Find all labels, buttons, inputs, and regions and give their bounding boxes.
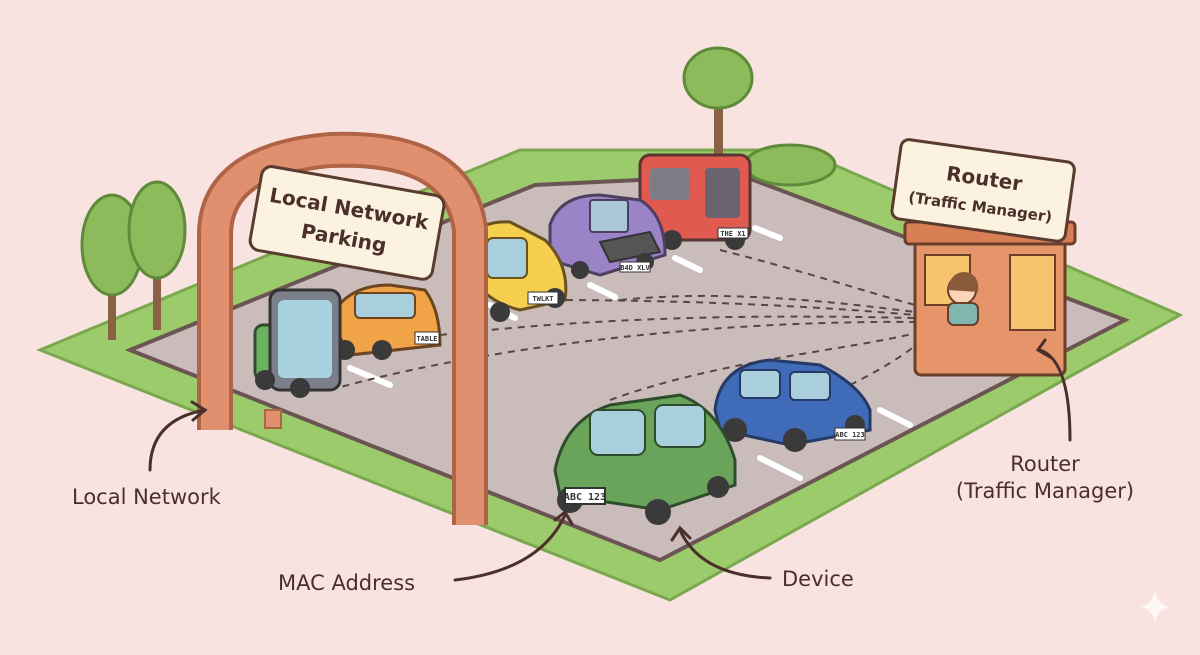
arrow-device <box>678 528 772 580</box>
red-truck: THE X1 <box>638 153 752 250</box>
bush-back <box>743 143 837 187</box>
label-router: Router (Traffic Manager) <box>935 451 1155 506</box>
green-car: ABC 123 <box>553 393 737 525</box>
arrow-mac-address <box>453 513 567 582</box>
orange-car-plate: TABLE <box>416 335 437 343</box>
blue-car: ABC 123 <box>713 358 872 452</box>
label-mac-address: MAC Address <box>278 571 416 595</box>
tree-back <box>682 46 754 155</box>
yellow-car: TWLKT <box>468 220 568 322</box>
phone-car <box>253 288 342 398</box>
sparkle-icon <box>1140 590 1170 624</box>
orange-car: TABLE <box>328 283 442 360</box>
red-truck-plate: THE X1 <box>720 230 745 238</box>
green-car-plate: ABC 123 <box>564 492 606 503</box>
entrance-arch: Local Network Parking <box>197 131 488 525</box>
arch-sign: Local Network Parking <box>248 165 446 281</box>
label-router-line1: Router <box>1010 452 1080 476</box>
label-router-line2: (Traffic Manager) <box>955 479 1135 504</box>
label-device: Device <box>782 567 854 591</box>
yellow-car-plate: TWLKT <box>532 295 553 303</box>
router-booth: Router (Traffic Manager) <box>890 138 1077 377</box>
booth-sign: Router (Traffic Manager) <box>890 138 1076 243</box>
tree-left-2 <box>127 180 187 330</box>
label-local-network: Local Network <box>72 485 221 509</box>
laptop-car: B4D XLV <box>548 193 667 279</box>
blue-car-plate: ABC 123 <box>835 431 865 439</box>
annotation-arrows <box>148 338 1072 582</box>
arrow-local-network <box>148 408 207 472</box>
route-lines <box>329 249 923 401</box>
laptop-car-plate: B4D XLV <box>620 264 650 272</box>
operator <box>947 272 979 326</box>
